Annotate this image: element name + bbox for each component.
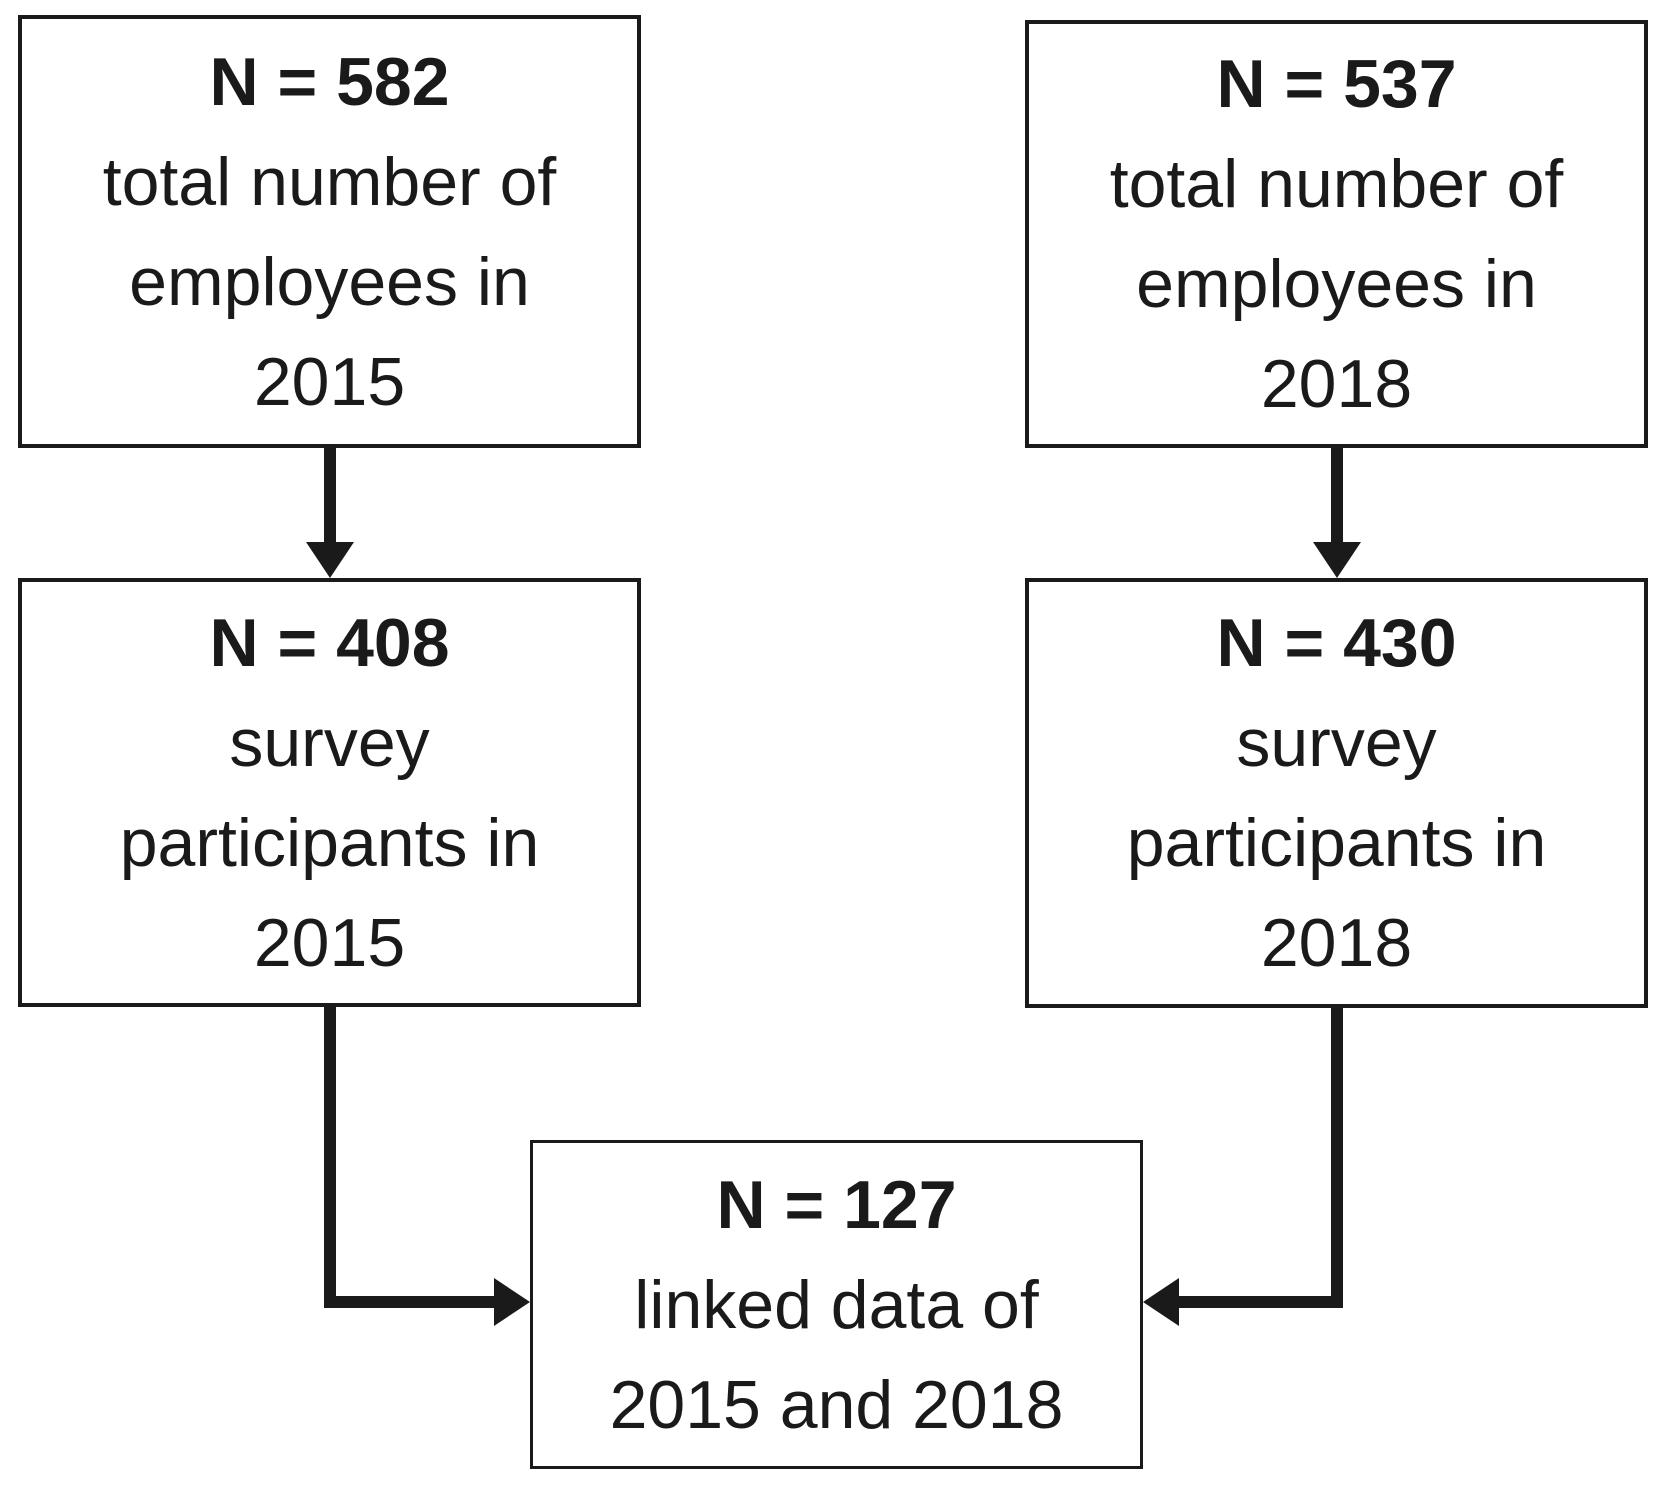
node-text-line: participants in (1126, 805, 1547, 881)
node-count-label: N = 537 (1216, 46, 1457, 122)
arrow-shaft-horizontal (324, 1296, 494, 1308)
right-arrowhead-icon (494, 1278, 530, 1326)
node-count-label: N = 408 (209, 604, 450, 681)
node-text-line: total number of (1109, 146, 1564, 222)
node-text-line: 2018 (1260, 346, 1413, 422)
node-text-line: survey (229, 704, 430, 781)
node-text-line: 2015 and 2018 (609, 1366, 1064, 1443)
down-arrowhead-icon (1313, 542, 1361, 578)
node-participants-2018: N = 430 survey participants in 2018 (1025, 578, 1648, 1008)
node-text-line: 2015 (253, 343, 406, 420)
arrow-shaft-vertical (1331, 1006, 1343, 1308)
left-arrowhead-icon (1143, 1278, 1179, 1326)
node-text-line: total number of (102, 143, 557, 220)
node-text-line: 2018 (1260, 905, 1413, 981)
arrow-shaft-horizontal (1179, 1296, 1343, 1308)
node-linked-data: N = 127 linked data of 2015 and 2018 (530, 1140, 1143, 1469)
node-text-line: linked data of (634, 1266, 1039, 1343)
node-employees-2015: N = 582 total number of employees in 201… (18, 15, 641, 448)
node-count-label: N = 430 (1216, 605, 1457, 681)
node-participants-2015: N = 408 survey participants in 2015 (18, 578, 641, 1007)
arrow-shaft-vertical (324, 1005, 336, 1308)
node-text-line: employees in (129, 243, 530, 320)
node-count-label: N = 582 (209, 43, 450, 120)
node-employees-2018: N = 537 total number of employees in 201… (1025, 20, 1648, 448)
arrow-shaft (1331, 447, 1343, 543)
down-arrowhead-icon (306, 542, 354, 578)
node-text-line: participants in (119, 804, 540, 881)
node-text-line: survey (1236, 705, 1437, 781)
arrow-shaft (324, 447, 336, 543)
node-count-label: N = 127 (716, 1166, 957, 1243)
node-text-line: 2015 (253, 904, 406, 981)
node-text-line: employees in (1136, 246, 1537, 322)
